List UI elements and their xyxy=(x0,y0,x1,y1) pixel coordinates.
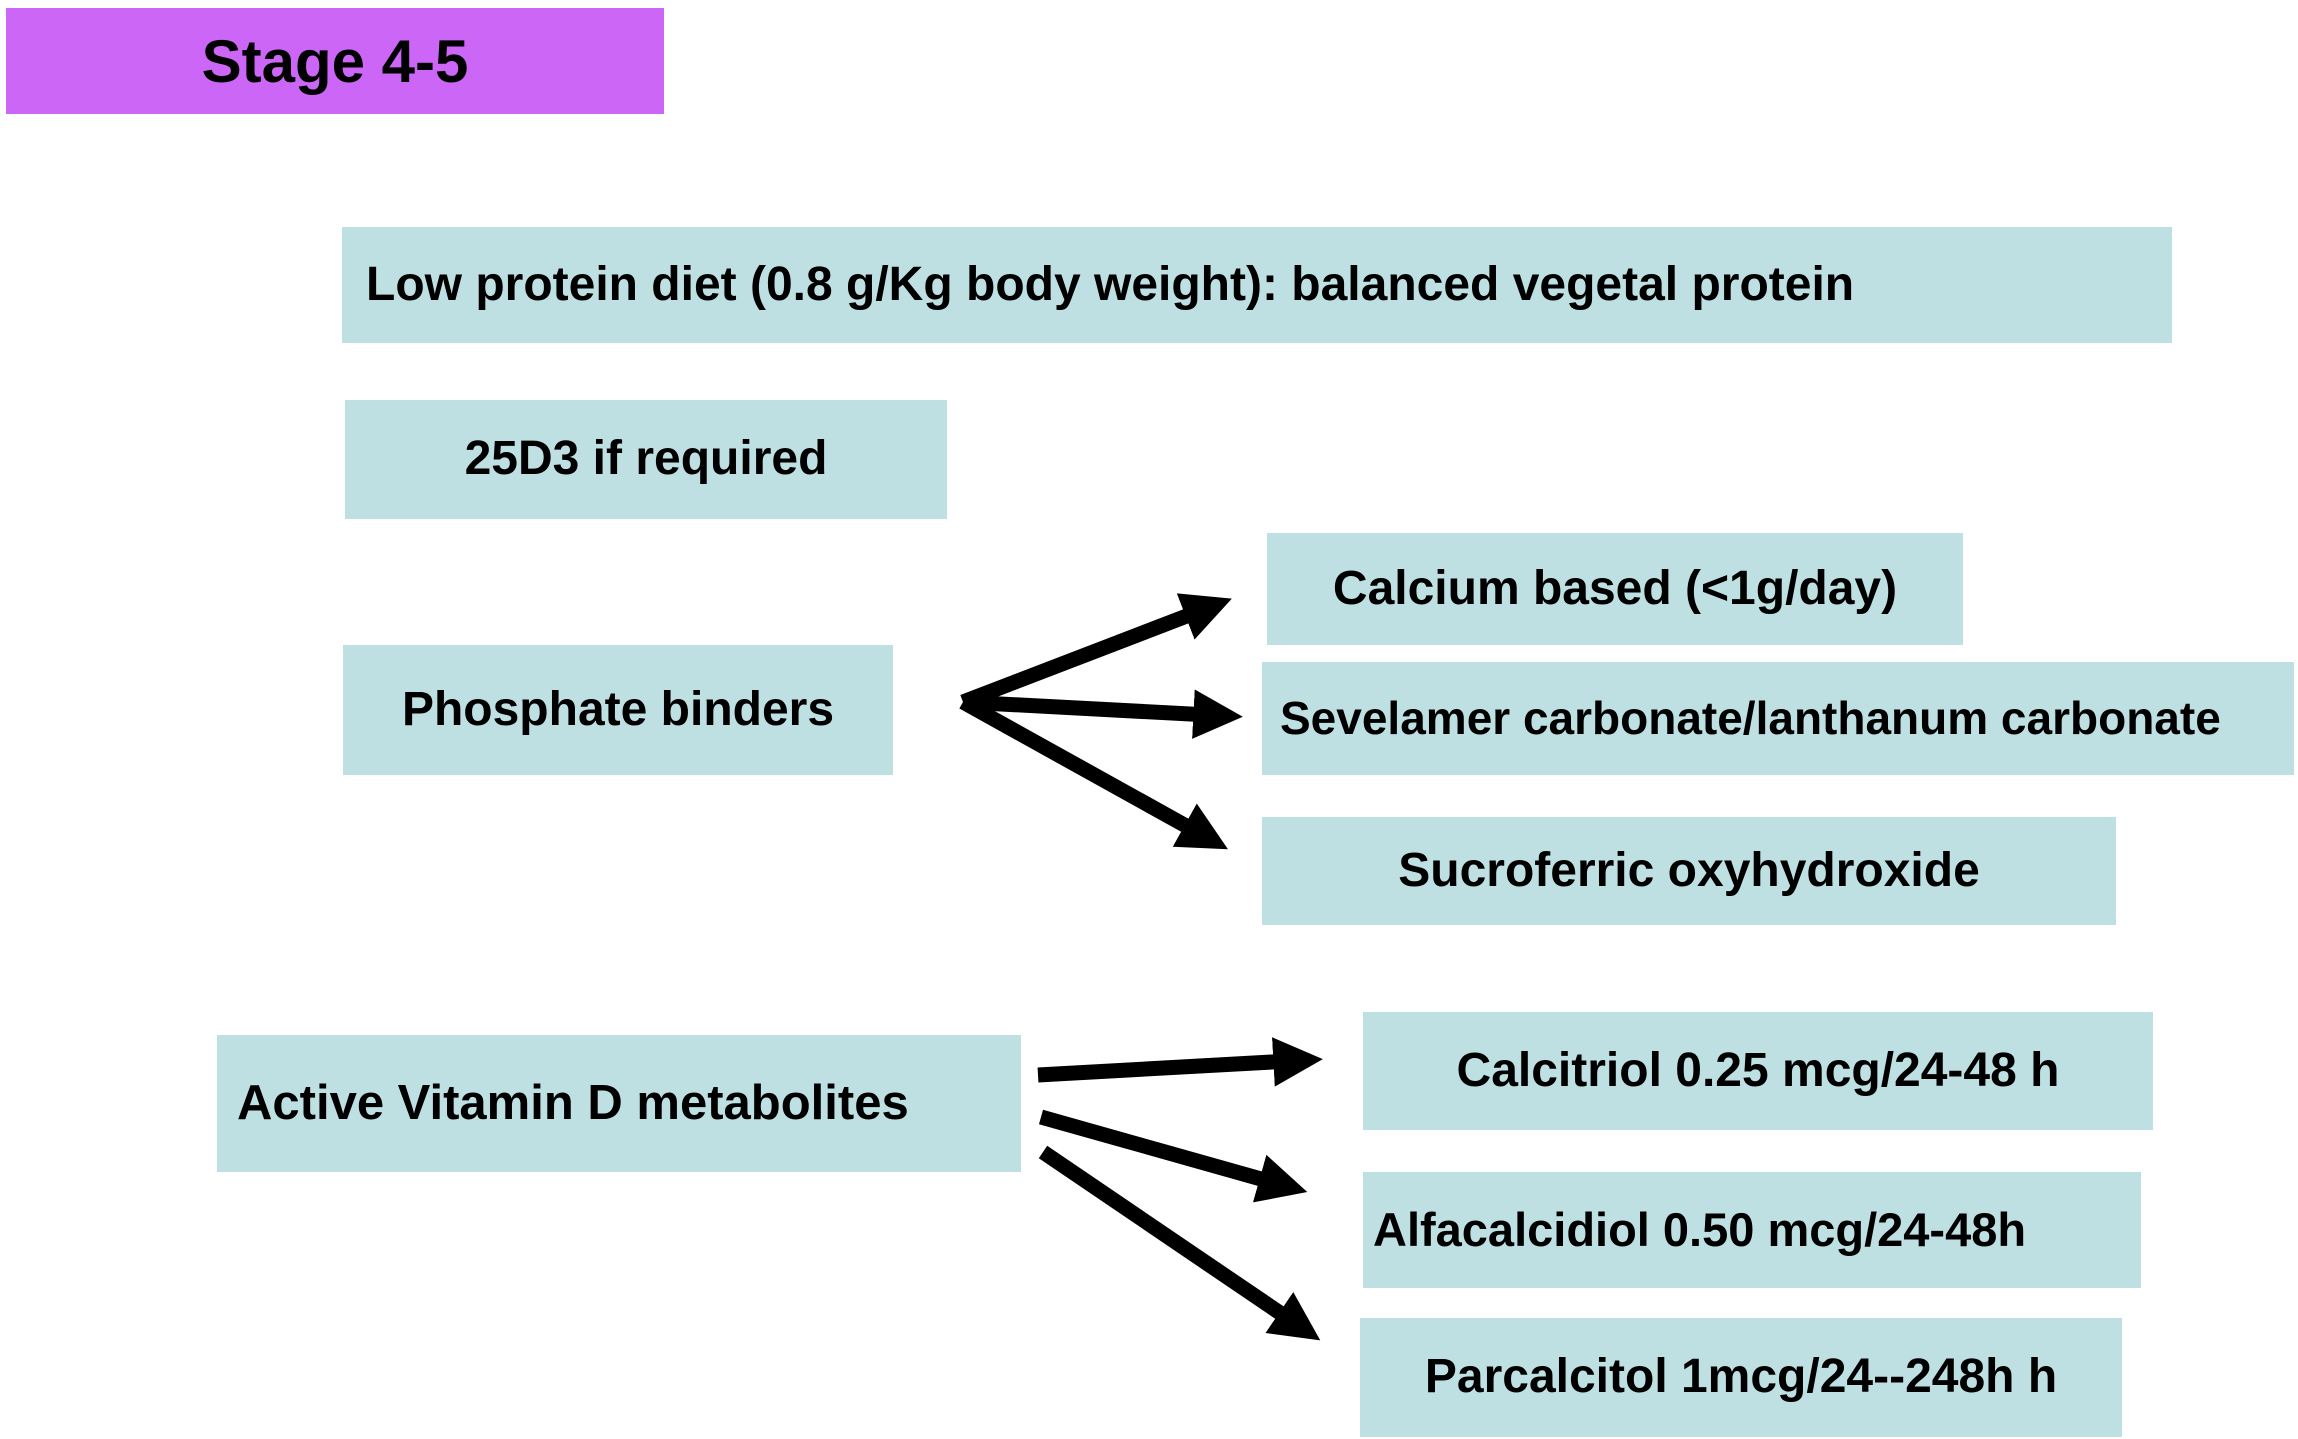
node-sevelamer-lanthanum: Sevelamer carbonate/lanthanum carbonate xyxy=(1262,662,2294,775)
arrow-phosphate-to-sevelamer-icon xyxy=(962,689,1243,739)
node-sucroferric-oxyhydroxide: Sucroferric oxyhydroxide xyxy=(1262,817,2116,925)
arrow-vitd-to-alfacalcidiol-icon xyxy=(1038,1109,1308,1203)
node-calcitriol-label: Calcitriol 0.25 mcg/24-48 h xyxy=(1456,1043,2060,1097)
stage-title-box: Stage 4-5 xyxy=(6,8,664,114)
node-calcitriol: Calcitriol 0.25 mcg/24-48 h xyxy=(1363,1012,2153,1130)
node-alfacalcidiol: Alfacalcidiol 0.50 mcg/24-48h xyxy=(1363,1172,2141,1288)
node-calcium-based-label: Calcium based (<1g/day) xyxy=(1332,561,1898,615)
node-sevelamer-lanthanum-label: Sevelamer carbonate/lanthanum carbonate xyxy=(1280,692,2221,745)
node-alfacalcidiol-label: Alfacalcidiol 0.50 mcg/24-48h xyxy=(1373,1203,2027,1257)
node-low-protein-diet-label: Low protein diet (0.8 g/Kg body weight):… xyxy=(366,257,1855,311)
node-phosphate-binders-label: Phosphate binders xyxy=(401,682,835,736)
node-sucroferric-oxyhydroxide-label: Sucroferric oxyhydroxide xyxy=(1398,843,1980,897)
node-active-vitamin-d-label: Active Vitamin D metabolites xyxy=(237,1075,909,1130)
arrow-vitd-to-parcalcitol-icon xyxy=(1038,1145,1321,1341)
node-parcalcitol: Parcalcitol 1mcg/24--248h h xyxy=(1360,1318,2122,1437)
node-calcium-based: Calcium based (<1g/day) xyxy=(1267,533,1963,645)
node-phosphate-binders: Phosphate binders xyxy=(343,645,893,775)
node-25d3: 25D3 if required xyxy=(345,400,947,519)
arrow-phosphate-to-calcium-icon xyxy=(960,593,1232,710)
node-parcalcitol-label: Parcalcitol 1mcg/24--248h h xyxy=(1424,1350,2058,1404)
arrow-phosphate-to-sucroferric-icon xyxy=(959,695,1228,850)
stage-title-label: Stage 4-5 xyxy=(201,27,469,95)
node-active-vitamin-d: Active Vitamin D metabolites xyxy=(217,1035,1021,1172)
node-25d3-label: 25D3 if required xyxy=(464,432,828,486)
node-low-protein-diet: Low protein diet (0.8 g/Kg body weight):… xyxy=(342,227,2172,343)
arrow-vitd-to-calcitriol-icon xyxy=(1037,1037,1323,1087)
